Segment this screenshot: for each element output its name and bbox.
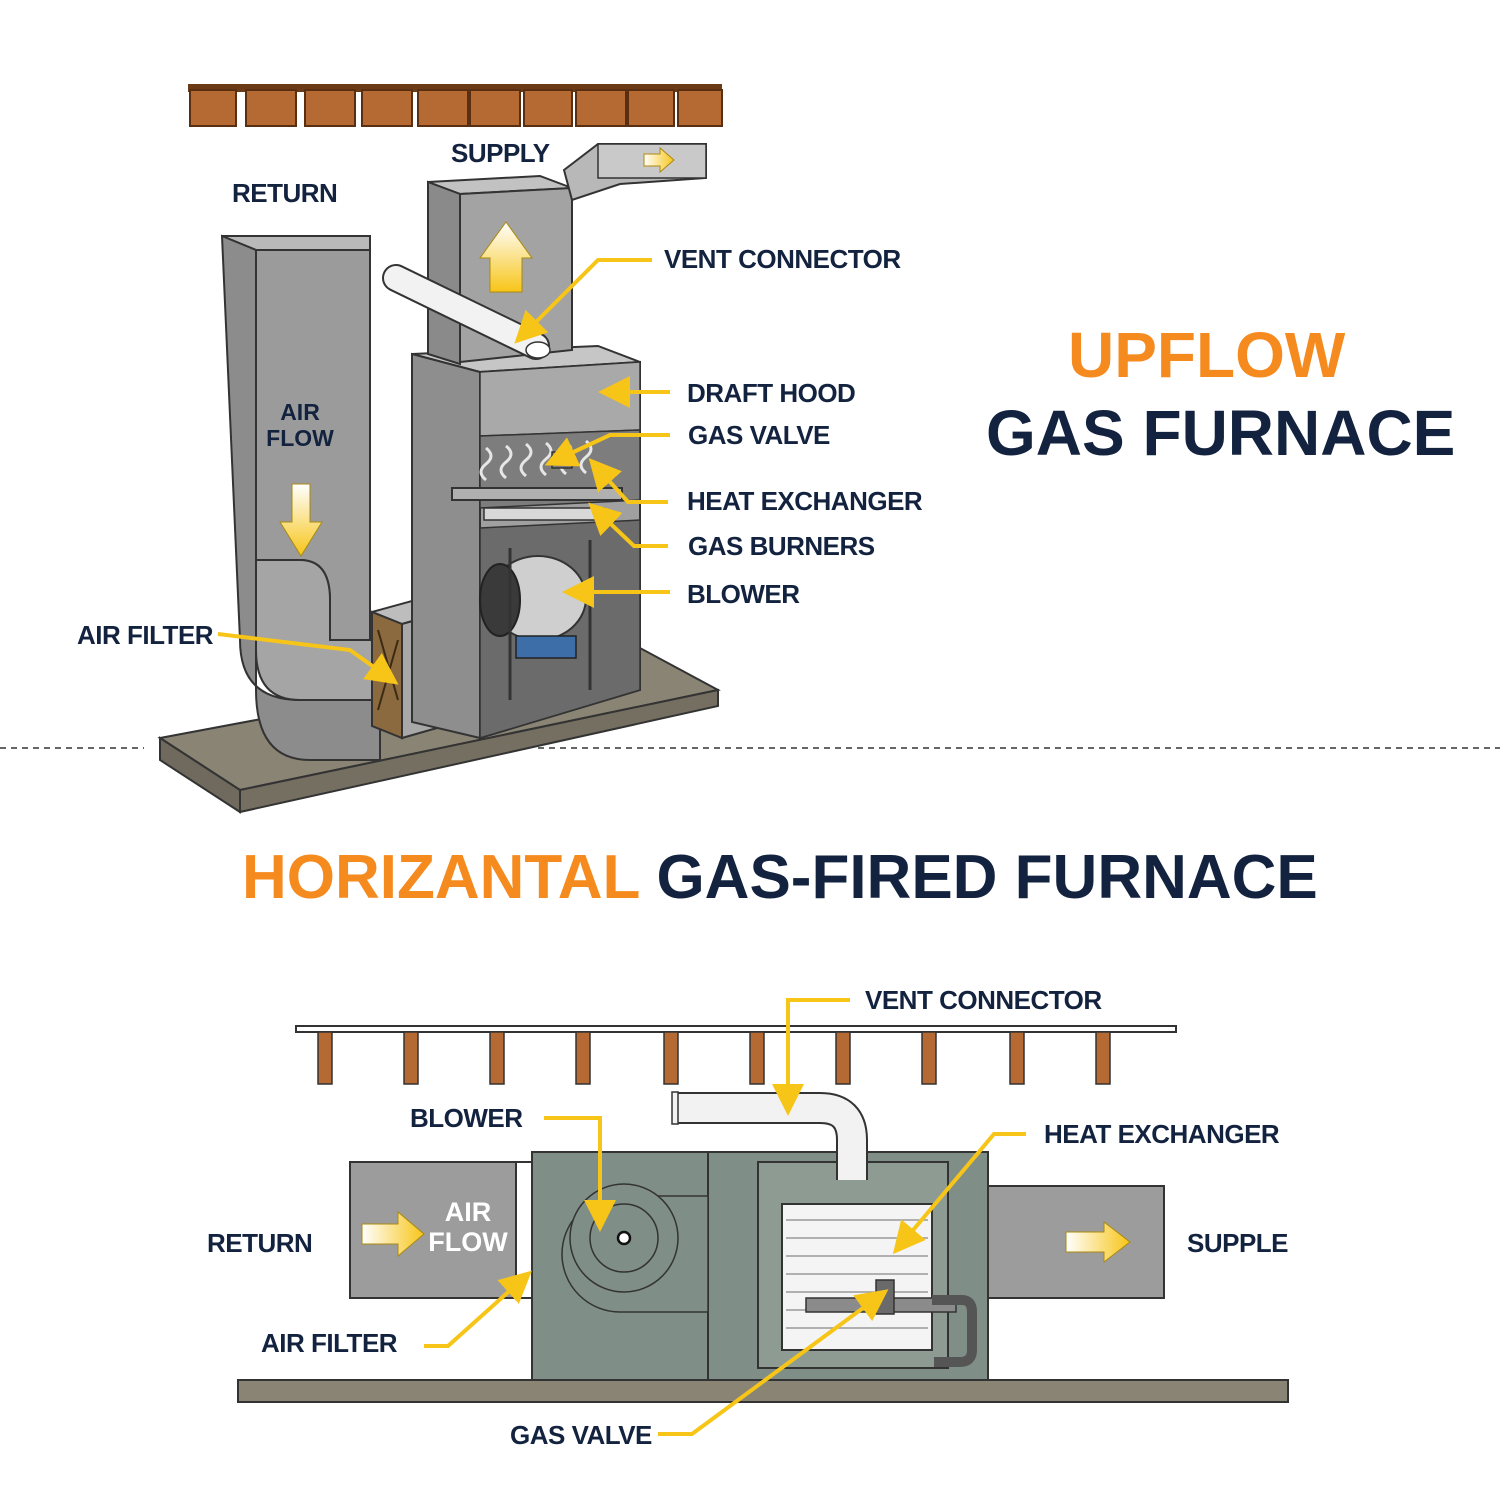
upflow-vent-pipe [382, 264, 551, 360]
horizontal-label-vent-connector: VENT CONNECTOR [865, 985, 1102, 1015]
upflow-title-main: GAS FURNACE [986, 397, 1456, 469]
upflow-title-accent: UPFLOW [1068, 319, 1346, 391]
upflow-label-blower: BLOWER [687, 579, 800, 609]
horizontal-supply-duct [987, 1185, 1165, 1299]
upflow-return-duct [220, 234, 381, 761]
horizontal-label-blower: BLOWER [410, 1103, 523, 1133]
horizontal-title-main: GAS-FIRED FURNACE [656, 843, 1318, 912]
upflow-label-gas-burners: GAS BURNERS [688, 531, 875, 561]
upflow-label-draft-hood: DRAFT HOOD [687, 378, 856, 408]
horizontal-airflow-arrow-in [361, 1210, 425, 1258]
upflow-callout-lines [217, 258, 670, 685]
horizontal-label-heat-exchanger: HEAT EXCHANGER [1044, 1119, 1280, 1149]
upflow-label-flow: FLOW [266, 424, 334, 451]
upflow-airflow-arrow [279, 483, 323, 557]
horizontal-title: HORIZANTAL GAS-FIRED FURNACE [242, 842, 1318, 913]
horizontal-vent-pipe [671, 1091, 868, 1180]
upflow-furnace-illustration [157, 84, 723, 814]
horizontal-label-supply: SUPPLE [1187, 1228, 1289, 1258]
horizontal-label-return: RETURN [207, 1228, 313, 1258]
horizontal-furnace-illustration [237, 998, 1289, 1436]
horizontal-airflow-arrow-out [1065, 1220, 1131, 1264]
horizontal-label-air-filter: AIR FILTER [261, 1328, 398, 1358]
horizontal-label-airflow: AIR FLOW [424, 1197, 512, 1257]
upflow-label-vent-connector: VENT CONNECTOR [664, 244, 901, 274]
upflow-label-airflow: AIR FLOW [262, 399, 338, 452]
horizontal-ceiling-joists [295, 1025, 1177, 1085]
upflow-cabinet [411, 344, 641, 740]
upflow-label-air-filter: AIR FILTER [77, 620, 214, 650]
horizontal-label-gas-valve: GAS VALVE [510, 1420, 652, 1450]
upflow-label-air: AIR [280, 399, 320, 425]
upflow-ceiling-joists [188, 84, 723, 127]
horizontal-callout-lines [424, 998, 1026, 1436]
horizontal-label-flow: FLOW [428, 1227, 508, 1258]
upflow-label-heat-exchanger: HEAT EXCHANGER [687, 486, 923, 516]
horizontal-label-air: AIR [444, 1197, 492, 1227]
upflow-label-supply: SUPPLY [451, 138, 550, 168]
upflow-label-return: RETURN [232, 178, 338, 208]
upflow-label-gas-valve: GAS VALVE [688, 420, 830, 450]
horizontal-title-accent: HORIZANTAL [242, 843, 640, 912]
